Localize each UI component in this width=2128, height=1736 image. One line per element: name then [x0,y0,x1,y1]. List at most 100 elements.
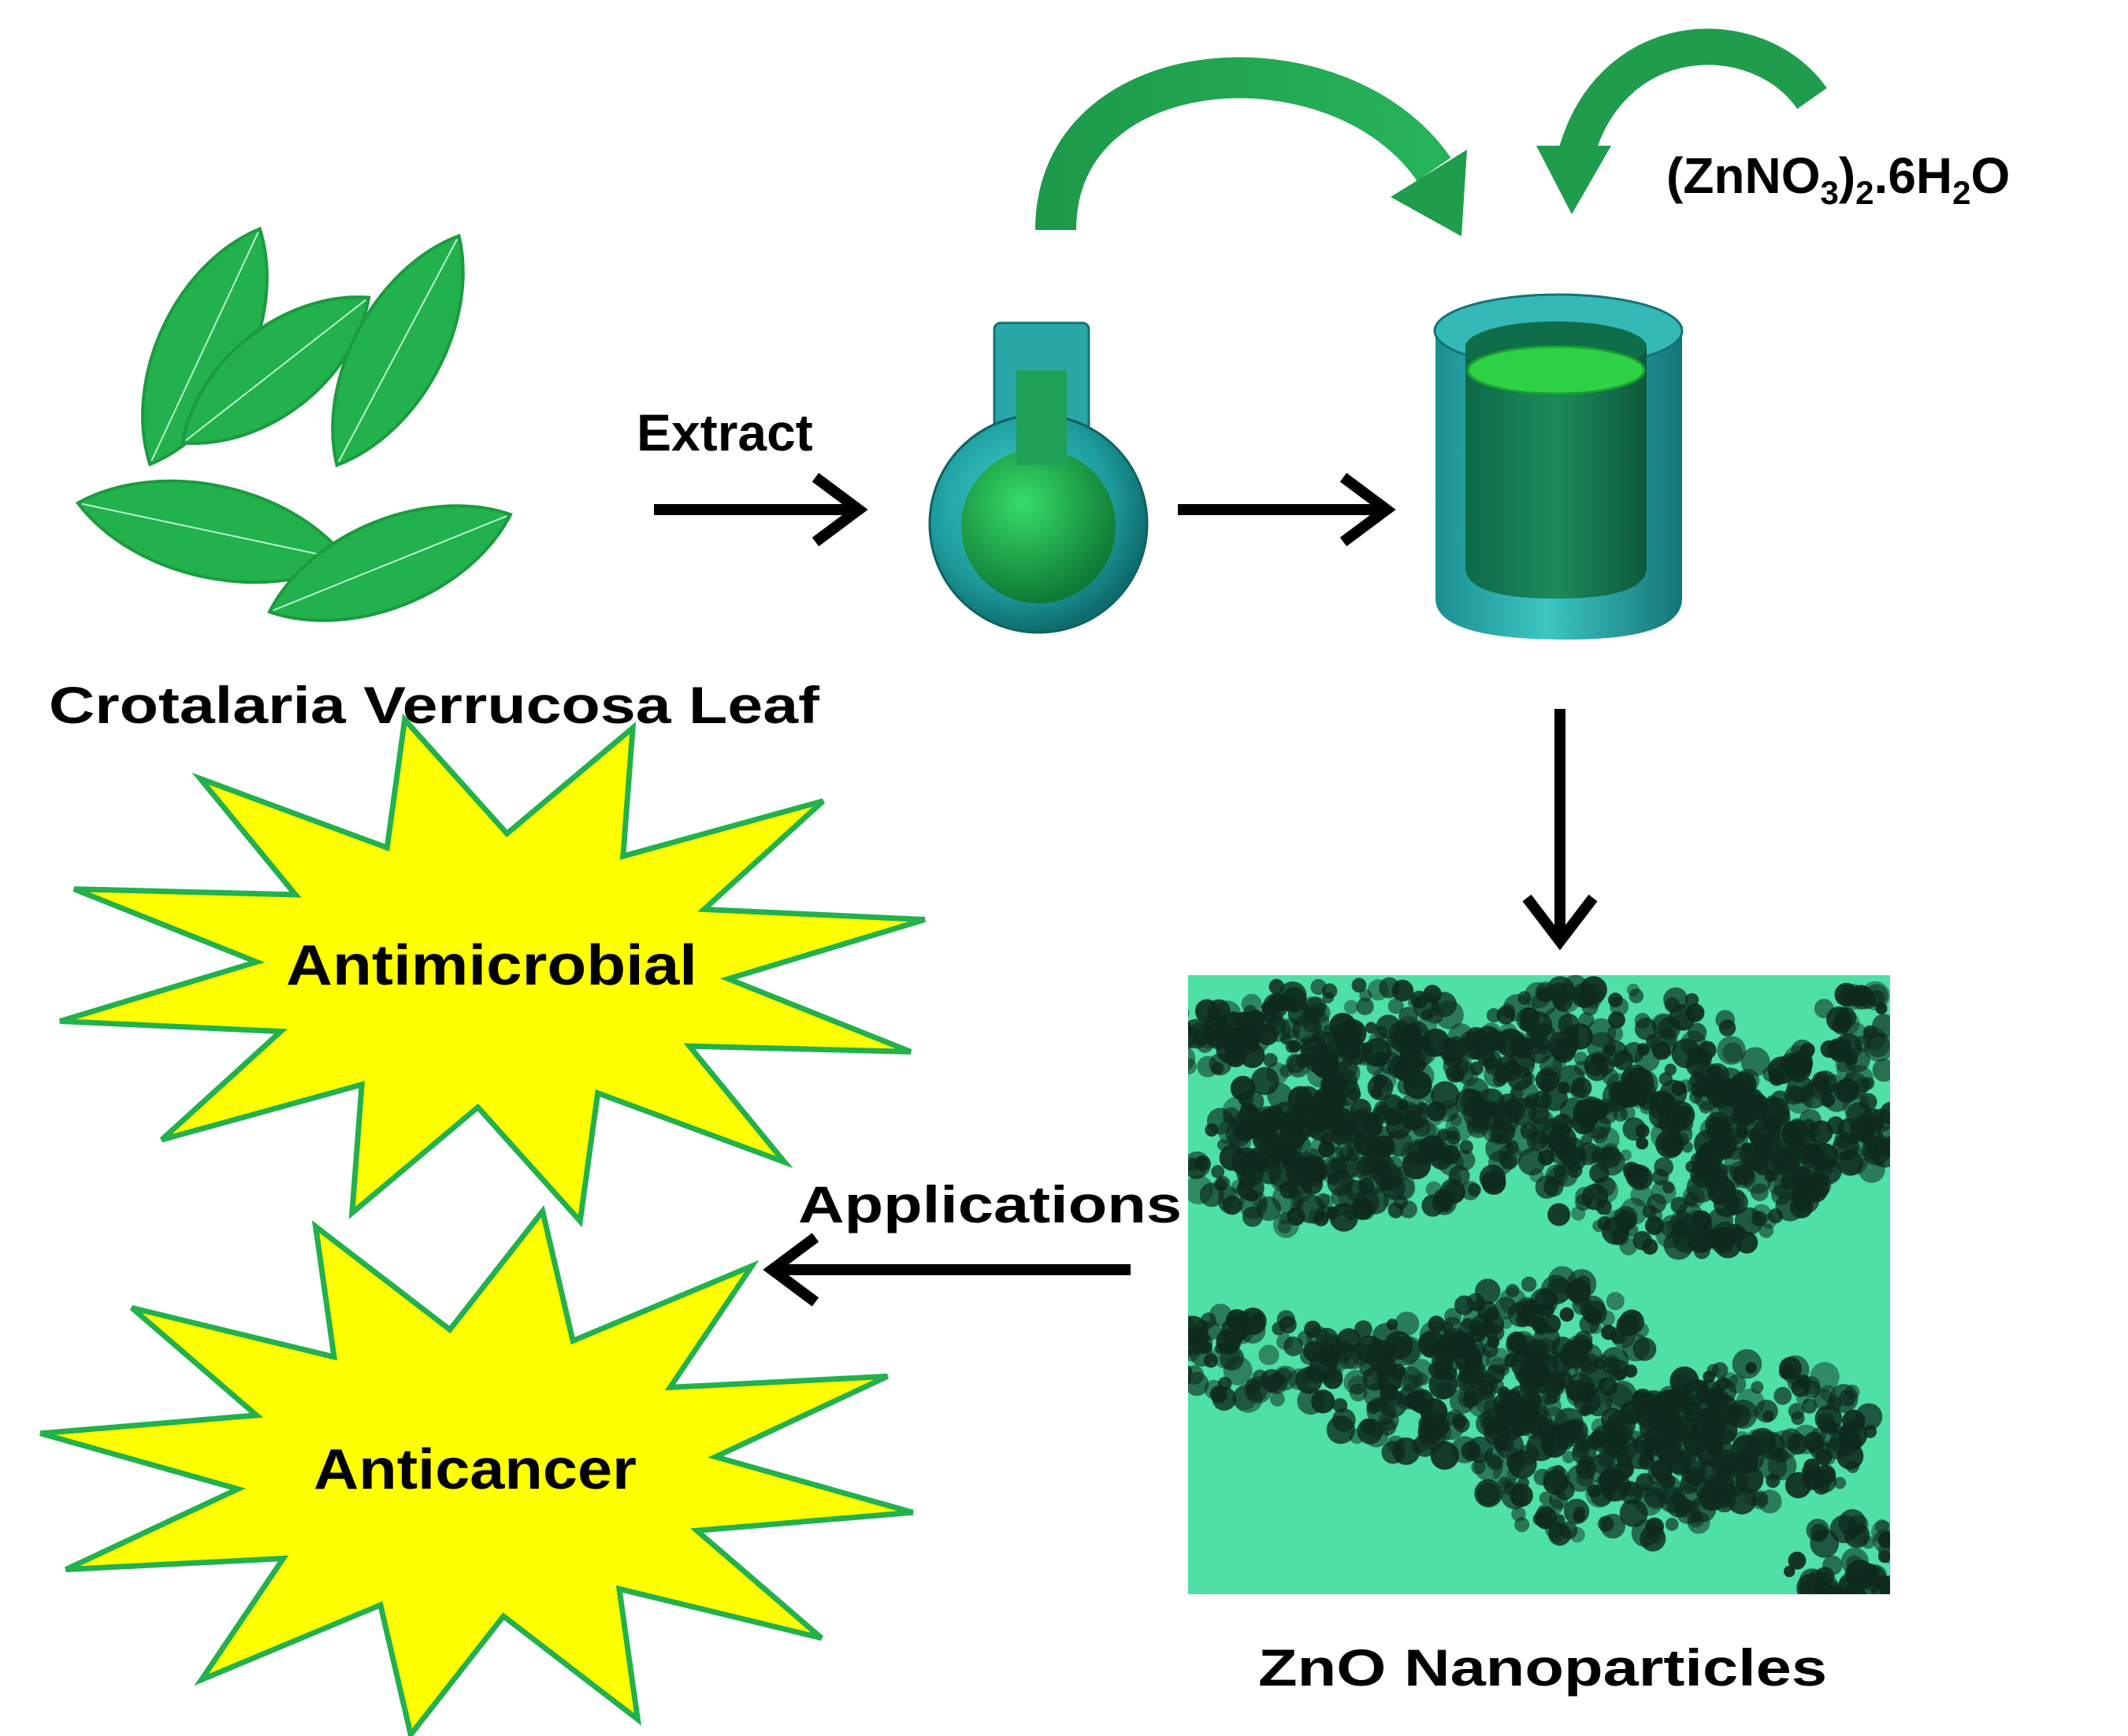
tem-particle [1529,1287,1558,1316]
anticancer-starburst [39,1204,914,1736]
tem-particle [1156,1327,1175,1347]
tem-particle [1543,1176,1564,1197]
tem-particle [1829,1039,1853,1063]
tem-particle [1516,1398,1540,1423]
tem-particle [1715,1010,1735,1029]
tem-particle [1557,1431,1570,1444]
tem-particle [1580,1434,1593,1447]
tem-particle [1736,1120,1751,1136]
tem-particle [1891,1001,1917,1027]
tem-particle [1468,1183,1481,1196]
tem-particle [1636,1137,1649,1150]
tem-particle [1640,1438,1655,1453]
tem-particle [1374,1026,1388,1040]
flask-to-vessel-arrow [1178,473,1396,547]
tem-particle [1682,1378,1710,1406]
tem-particle [1436,1100,1459,1122]
tem-particle [1872,1059,1890,1082]
curved-arrow-extract-to-vessel [1035,57,1467,236]
tem-particle [1799,1109,1822,1131]
tem-particle [1478,1379,1495,1396]
tem-particle [1635,1123,1650,1138]
tem-particle [1290,1126,1302,1138]
tem-particle [1408,1037,1436,1066]
tem-particle [1188,1365,1193,1377]
tem-particle [1506,1466,1521,1481]
tem-particle [1369,1425,1383,1439]
tem-particle [1321,1345,1350,1374]
tem-particle [1216,1175,1231,1191]
tem-particle [1428,1371,1458,1400]
tem-particle [1872,1014,1890,1038]
tem-particle [1357,1178,1375,1194]
tem-particle [1895,1135,1918,1158]
tem-particle [1780,1355,1810,1385]
tem-particle [1796,1392,1809,1405]
tem-particle [1627,1310,1642,1325]
curved-arrow-zinc-nitrate [1536,28,1827,214]
tem-particle [1474,1478,1503,1508]
tem-particle [1541,1351,1571,1381]
tem-particle [1811,1180,1823,1192]
tem-particle [1506,1331,1527,1352]
anticancer-label: Anticancer [314,1438,637,1501]
applications-arrow [763,1233,1131,1307]
tem-particle [1595,1102,1618,1125]
tem-particle [1241,993,1262,1015]
extract-label: Extract [637,403,813,462]
tem-particle [1613,1107,1628,1122]
tem-particle [1625,1224,1639,1237]
tem-particle [1396,1336,1423,1363]
tem-particle [1822,1555,1843,1576]
antimicrobial-label: Antimicrobial [286,934,697,997]
tem-particle [1606,1292,1625,1311]
tem-particle [1428,1315,1445,1333]
tem-particle [1367,1136,1390,1159]
tem-particle [1762,1149,1789,1176]
tem-particle [1454,1295,1474,1315]
tem-particle [1569,1081,1587,1099]
tem-particle [1383,1107,1403,1126]
tem-particle [1784,1124,1799,1138]
tem-particle [1149,1329,1176,1356]
tem-particle [1520,1376,1538,1394]
tem-particle [1796,1573,1826,1594]
tem-particle [1510,1349,1540,1378]
tem-particle [1235,1157,1248,1170]
tem-particle [1586,1308,1602,1322]
tem-particle [1351,977,1367,993]
tem-particle [1510,1046,1536,1073]
tem-particle [1738,1074,1755,1090]
tem-particle [1375,1162,1391,1178]
tem-particle [1838,1572,1866,1594]
tem-particle [1659,1095,1678,1114]
tem-particle [1634,1046,1660,1072]
tem-particle [1551,983,1581,1013]
tem-particle [1401,1101,1419,1119]
tem-particle [1877,1531,1890,1549]
tem-particle [1698,1407,1720,1429]
tem-particle [1283,1336,1304,1356]
tem-particle [1732,1164,1755,1185]
tem-particle [1865,984,1888,1007]
tem-particle [1732,1348,1762,1379]
tem-particle [1632,1337,1657,1361]
tem-particle [1475,1391,1498,1414]
tem-particle [1640,1525,1666,1552]
tem-particle [1476,1371,1498,1393]
tem-particle [1412,1058,1427,1072]
tem-particle [1562,1450,1575,1463]
tem-particle [1689,1071,1707,1089]
tem-particle [1620,1149,1632,1161]
tem-particle [1547,1135,1577,1165]
tem-particle [1469,1103,1482,1115]
tem-particle [1557,1081,1570,1094]
tem-particle [1365,1022,1377,1034]
tem-particle [1416,1102,1428,1114]
tem-particle [1652,1013,1678,1039]
tem-particle [1848,1435,1862,1451]
tem-particle [1717,1036,1746,1065]
tem-particle [1620,1197,1648,1226]
round-bottom-flask [928,321,1149,634]
tem-particle [1489,1357,1508,1375]
